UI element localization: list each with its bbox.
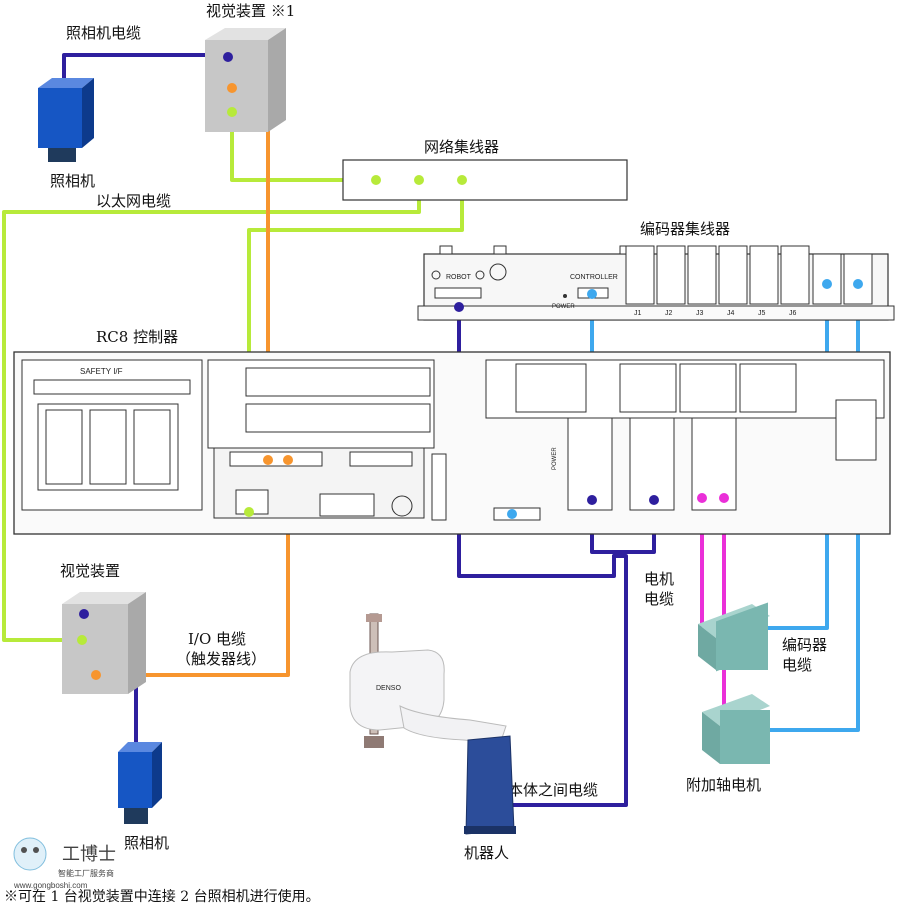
robot-label: 机器人 [464, 844, 509, 862]
aux-motor-2: 附加轴电机 [686, 694, 770, 794]
ethernet-cable-vision-bottom [2, 178, 421, 642]
svg-text:智能工厂服务商: 智能工厂服务商 [58, 868, 114, 878]
encoder-cable-label: 编码器 [782, 636, 827, 654]
svg-text:J5: J5 [758, 310, 766, 317]
ethernet-cable-label: 以太网电缆 [96, 192, 171, 210]
svg-text:ROBOT: ROBOT [446, 274, 472, 281]
network-hub-label: 网络集线器 [424, 138, 499, 156]
camera-port-dot [79, 609, 89, 619]
camera-port-dot [223, 52, 233, 62]
encoder-cable-label-sub: 电缆 [782, 656, 812, 674]
network-hub: 网络集线器 [342, 138, 628, 201]
camera-bottom-label: 照相机 [124, 834, 169, 852]
camera-top: 照相机 [38, 78, 95, 190]
motor-terminals [567, 417, 737, 511]
svg-text:POWER: POWER [552, 304, 575, 310]
body-cable [503, 554, 628, 807]
io-cable-label: I/O 电缆 [188, 630, 246, 648]
footnote: ※可在 1 台视觉装置中连接 2 台照相机进行使用。 [4, 888, 320, 905]
rc8-controller: RC8 控制器 SAFETY I/F POWER [13, 328, 891, 535]
svg-text:J6: J6 [789, 310, 797, 317]
encoder-hub: 编码器集线器 ROBOT CONTROLLER POWER J1 J2 [417, 220, 895, 321]
lan-port-dot [227, 107, 237, 117]
svg-text:CONTROLLER: CONTROLLER [570, 274, 618, 281]
camera-cable-label: 照相机电缆 [66, 24, 141, 42]
svg-text:SAFETY I/F: SAFETY I/F [80, 367, 123, 376]
svg-text:DENSO: DENSO [376, 685, 401, 692]
svg-text:J3: J3 [696, 310, 704, 317]
encoder-hub-label: 编码器集线器 [640, 220, 730, 238]
svg-text:J2: J2 [665, 310, 673, 317]
svg-text:www.gongboshi.com: www.gongboshi.com [13, 881, 88, 890]
vision-bottom-label: 视觉装置 [60, 562, 120, 580]
aux-motor-1 [698, 602, 770, 672]
svg-text:POWER: POWER [552, 447, 558, 470]
camera-bottom: 照相机 [118, 742, 169, 852]
aux-motor-label: 附加轴电机 [686, 776, 761, 794]
io-port-dot [227, 83, 237, 93]
controller-label: RC8 控制器 [96, 328, 178, 346]
ethernet-cable-vision-top [230, 110, 378, 182]
motor-cable-label: 电机 [644, 570, 674, 588]
vision-device-top: 视觉装置 ※1 [205, 2, 295, 132]
io-cable-label-sub: （触发器线） [176, 650, 266, 668]
svg-text:J4: J4 [727, 310, 735, 317]
camera-cable-top [62, 53, 230, 80]
scara-robot: DENSO 机器人 [349, 613, 516, 862]
svg-text:工博士: 工博士 [62, 844, 116, 864]
io-port-dot [91, 670, 101, 680]
watermark: 工博士 智能工厂服务商 www.gongboshi.com [13, 837, 116, 890]
motor-cable-label-sub: 电缆 [644, 590, 674, 608]
vision-top-label: 视觉装置 ※1 [206, 2, 295, 20]
body-cable-label: 本体之间电缆 [508, 781, 598, 799]
svg-text:J1: J1 [634, 310, 642, 317]
camera-top-label: 照相机 [50, 172, 95, 190]
lan-port-dot [77, 635, 87, 645]
vision-device-bottom: 视觉装置 [60, 562, 146, 694]
